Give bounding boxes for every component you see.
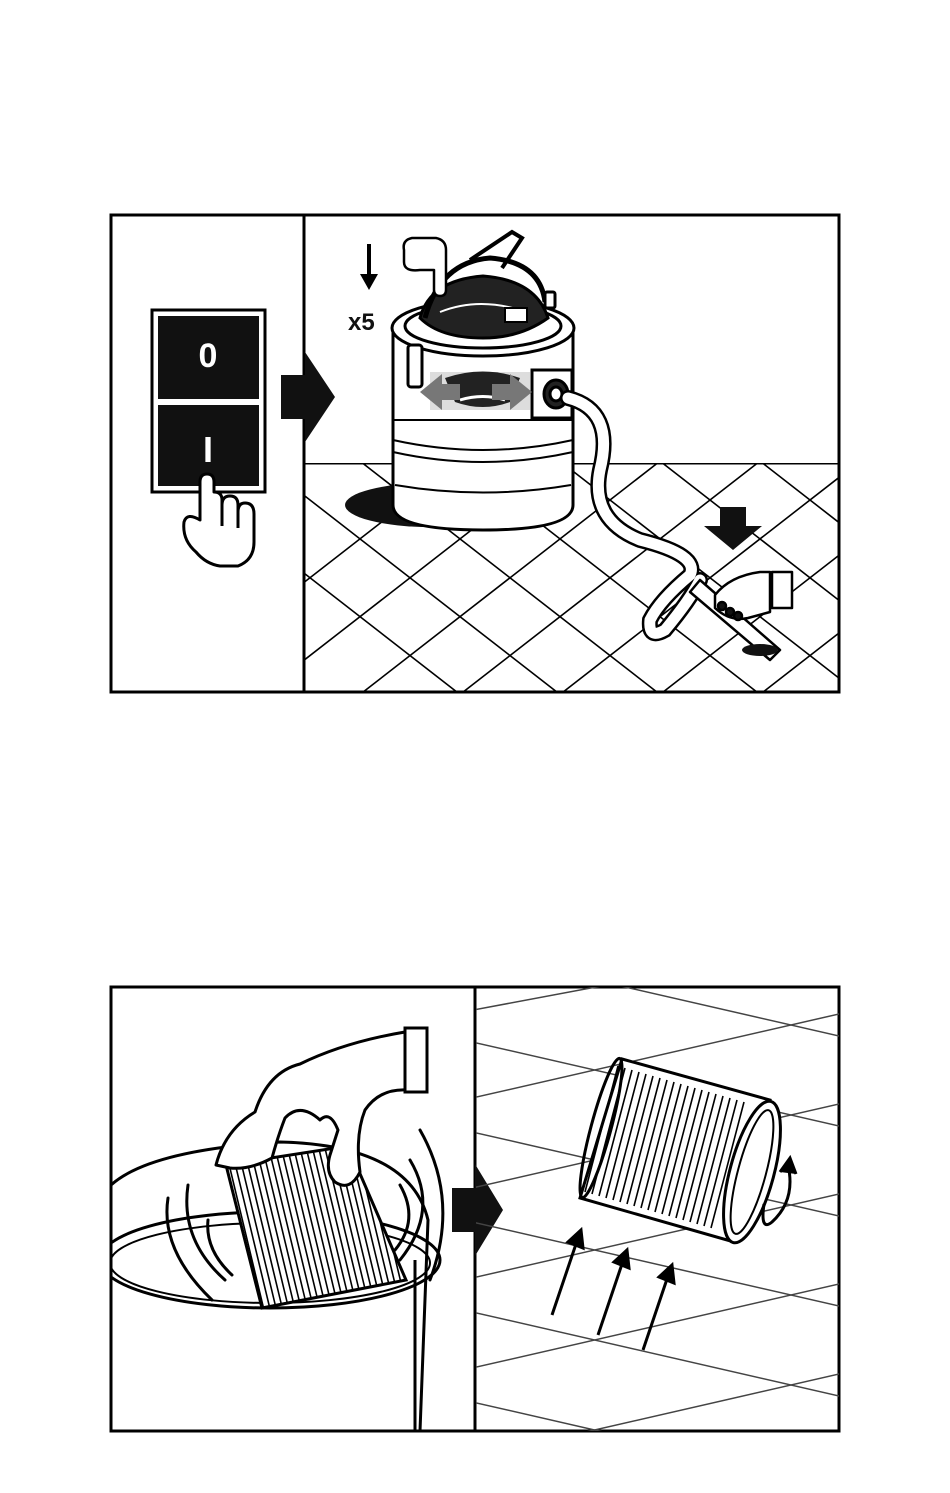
airflow-arrows-icon [552,1230,674,1350]
vacuum-hose [568,398,700,633]
nozzle-hand-icon [690,572,792,660]
figure-top-svg: 0 I x5 [0,0,950,760]
down-arrow-icon [360,244,378,290]
step-arrow-icon-2 [452,1164,503,1256]
figure-top: 0 I x5 [0,0,950,760]
figure-bottom [0,960,950,1460]
tapping-hand-icon [404,238,446,296]
shake-count-label: x5 [348,309,375,336]
ash-vacuum [392,232,574,530]
figure-bottom-svg [0,960,950,1460]
clean-filter [573,1056,792,1248]
switch-on-label: I [203,429,213,470]
step-arrow-icon [281,352,335,442]
bucket-scene [100,1028,443,1431]
switch-off-label: 0 [199,337,218,375]
